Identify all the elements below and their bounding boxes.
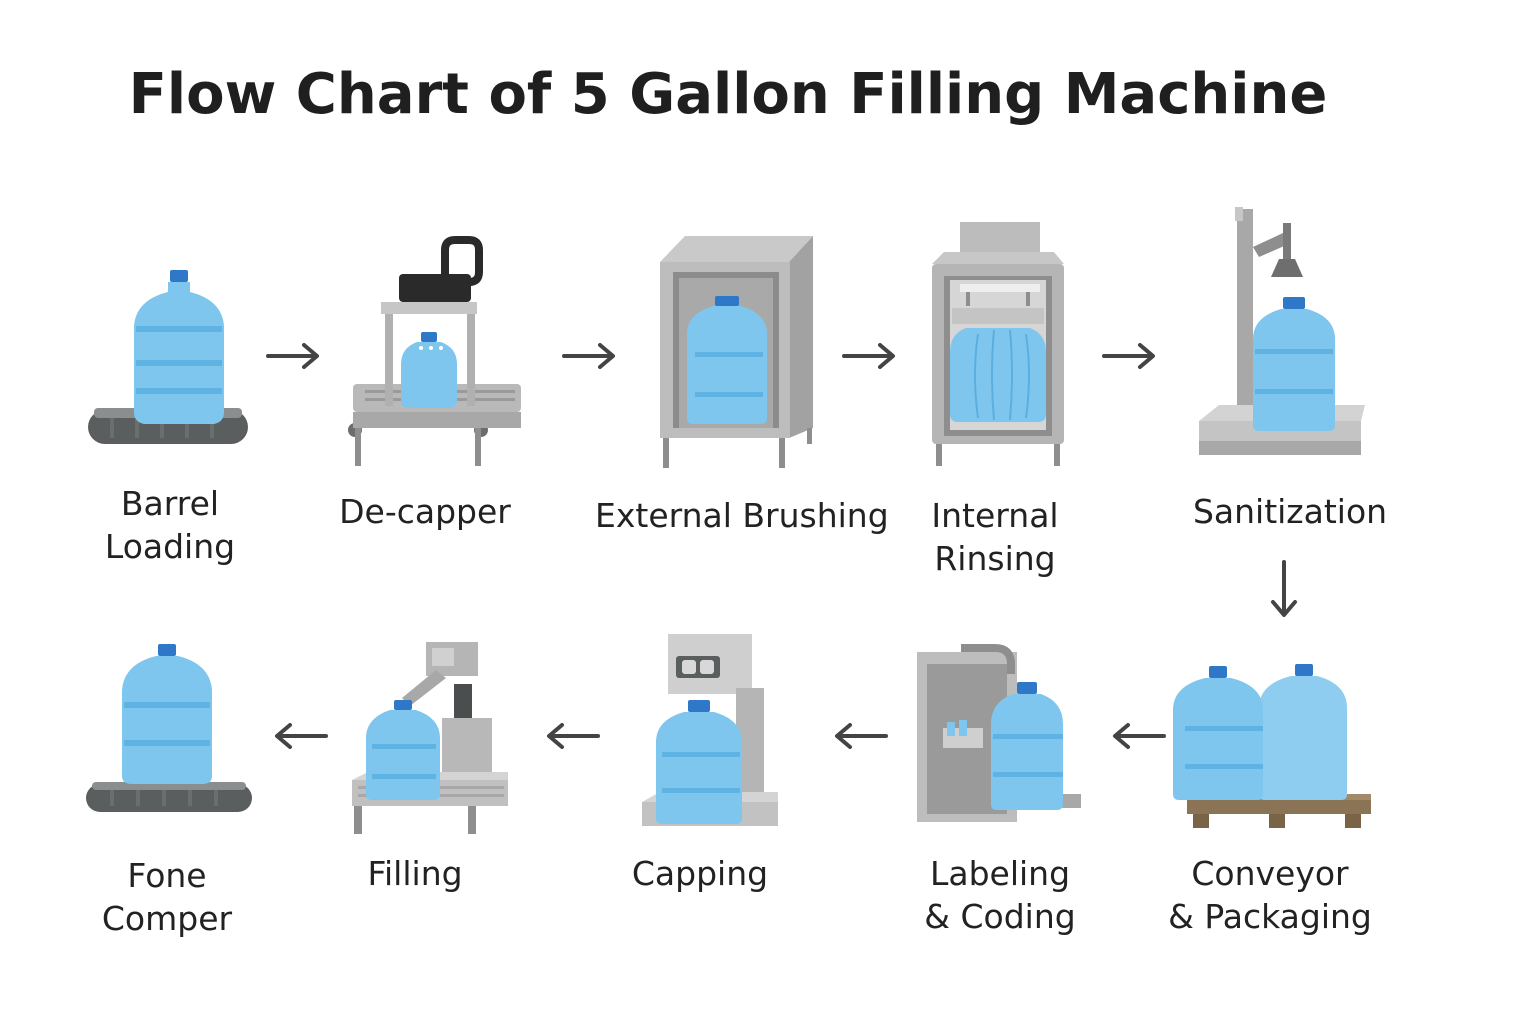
conveyor-bottle-icon (88, 270, 248, 444)
brushing-cabinet-icon (660, 236, 813, 468)
filling-machine-icon (352, 642, 508, 834)
arrow-left-icon (275, 723, 328, 749)
step-external-brushing: External Brushing (595, 232, 889, 535)
step-label: Capping (631, 854, 769, 893)
labeling-machine-icon (917, 644, 1081, 822)
step-sanitization: Sanitization (1193, 205, 1387, 531)
conveyor-bottle-icon (86, 644, 252, 812)
step-label: External Brushing (595, 496, 889, 535)
arrow-left-icon (1113, 723, 1166, 749)
step-conveyor-packaging: Conveyor & Packaging (1168, 660, 1375, 936)
arrow-left-icon (547, 723, 600, 749)
sanitization-nozzle-icon (1199, 207, 1365, 455)
step-label: Conveyor & Packaging (1168, 854, 1372, 936)
step-label: Fone Comper (101, 856, 233, 938)
step-label: Internal Rinsing (931, 496, 1059, 578)
arrow-right-icon (842, 343, 895, 369)
step-de-capper: De-capper (339, 236, 535, 531)
step-label: Filling (367, 854, 463, 893)
arrow-left-icon (835, 723, 888, 749)
step-label: Labeling & Coding (924, 854, 1076, 936)
pallet-bottles-icon (1173, 664, 1371, 828)
arrow-right-icon (562, 343, 615, 369)
page-title: Flow Chart of 5 Gallon Filling Machine (128, 62, 1328, 127)
decapper-machine-icon (348, 236, 521, 466)
rinsing-machine-icon (932, 222, 1064, 466)
step-barrel-loading: Barrel Loading (80, 260, 260, 566)
step-capping: Capping (632, 632, 790, 893)
arrow-right-icon (1102, 343, 1155, 369)
step-label: Barrel Loading (104, 484, 236, 566)
capping-machine-icon (642, 634, 778, 826)
step-internal-rinsing: Internal Rinsing (930, 218, 1080, 578)
step-label: De-capper (339, 492, 511, 531)
step-labeling-coding: Labeling & Coding (915, 644, 1090, 936)
step-label: Sanitization (1192, 492, 1388, 531)
arrow-right-icon (266, 343, 319, 369)
arrow-down-icon (1271, 560, 1297, 617)
step-filling: Filling (350, 640, 510, 893)
step-fone-comper: Fone Comper (82, 640, 262, 938)
